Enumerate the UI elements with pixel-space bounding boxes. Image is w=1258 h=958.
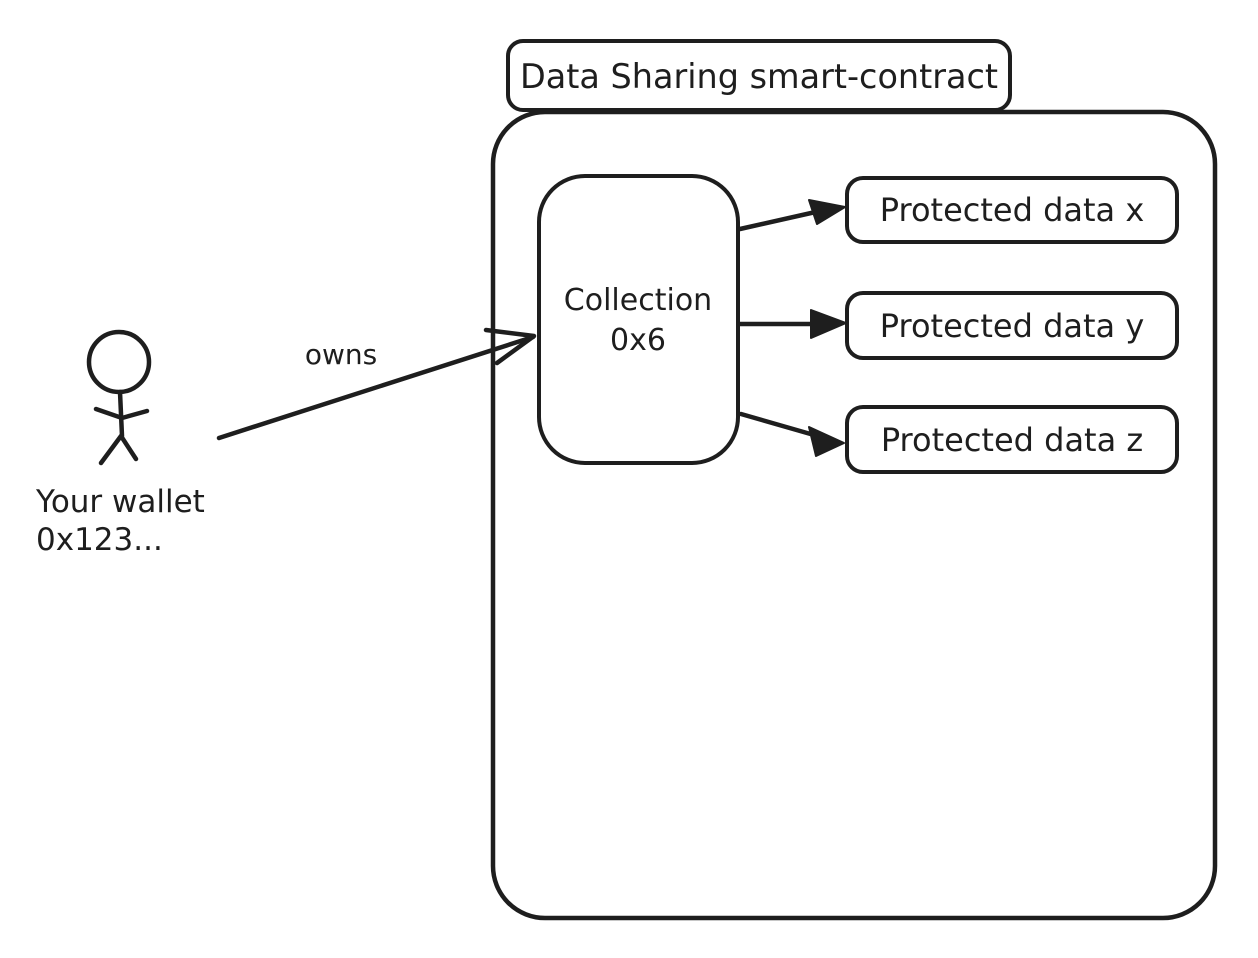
protected-data-box-z: Protected data z bbox=[845, 405, 1179, 474]
arrow-collection-to-z-shaft bbox=[738, 411, 817, 438]
stick-figure-head bbox=[86, 329, 152, 395]
protected-data-y-label: Protected data y bbox=[880, 307, 1145, 345]
protected-data-box-y: Protected data y bbox=[845, 291, 1179, 360]
stick-figure-body bbox=[117, 389, 125, 439]
owns-arrow-head bbox=[483, 327, 537, 366]
wallet-label-line1: Your wallet bbox=[35, 484, 205, 520]
wallet-label-line2: 0x123... bbox=[36, 522, 163, 558]
owns-arrow-icon bbox=[216, 327, 537, 441]
stick-figure-legs bbox=[98, 433, 139, 466]
arrow-collection-to-x-shaft bbox=[737, 208, 823, 232]
protected-data-y-border bbox=[845, 291, 1179, 360]
collection-box: Collection 0x6 bbox=[537, 174, 740, 465]
protected-data-z-label: Protected data z bbox=[881, 421, 1143, 459]
arrow-collection-to-z-icon bbox=[738, 411, 845, 457]
arrow-collection-to-y-head bbox=[810, 309, 847, 339]
stick-figure-arms bbox=[93, 406, 150, 421]
arrow-collection-to-y-icon bbox=[737, 309, 847, 339]
owns-label: owns bbox=[305, 338, 377, 371]
title-box: Data Sharing smart-contract bbox=[506, 39, 1012, 112]
protected-data-x-label: Protected data x bbox=[880, 191, 1145, 229]
arrow-collection-to-x-head bbox=[808, 199, 846, 225]
collection-label: Collection bbox=[564, 283, 712, 318]
collection-box-border bbox=[537, 174, 740, 465]
protected-data-box-x: Protected data x bbox=[845, 176, 1179, 244]
owns-arrow-shaft bbox=[216, 334, 536, 441]
protected-data-z-border bbox=[845, 405, 1179, 474]
collection-address: 0x6 bbox=[610, 323, 666, 358]
protected-data-x-border bbox=[845, 176, 1179, 244]
arrow-collection-to-x-icon bbox=[737, 199, 846, 232]
arrow-collection-to-z-head bbox=[808, 426, 845, 457]
diagram-title: Data Sharing smart-contract bbox=[520, 57, 998, 97]
stick-figure-icon bbox=[86, 329, 152, 466]
